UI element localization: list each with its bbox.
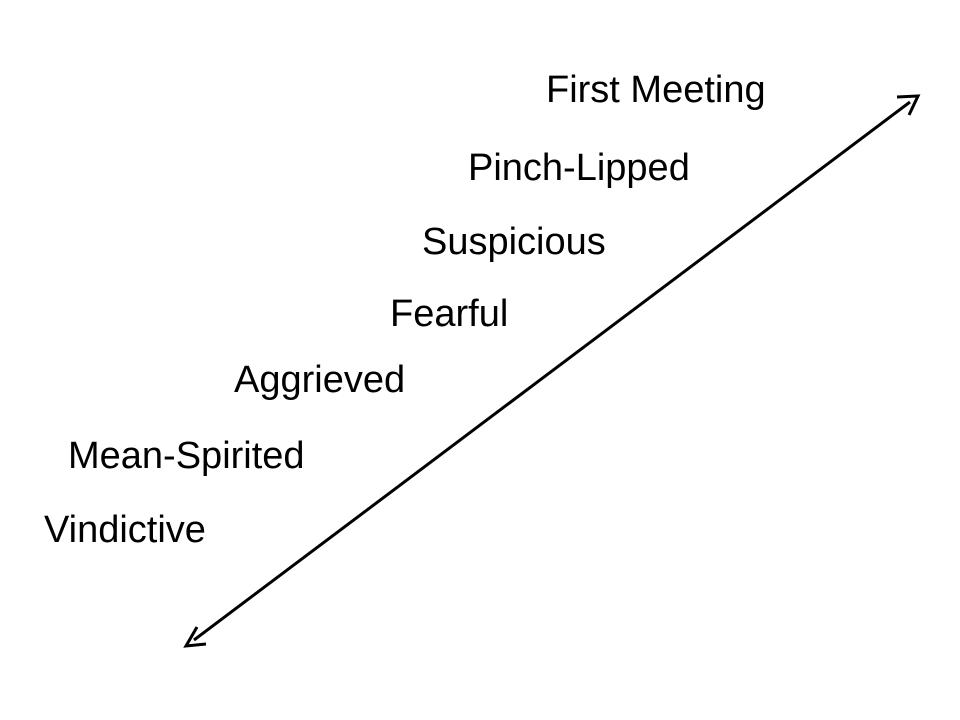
label-suspicious: Suspicious bbox=[422, 221, 606, 263]
label-mean-spirited: Mean-Spirited bbox=[68, 435, 305, 477]
arrow-head-top-right bbox=[896, 94, 921, 116]
label-pinch-lipped: Pinch-Lipped bbox=[468, 147, 690, 189]
arrow-head-bottom-left bbox=[183, 626, 207, 648]
label-vindictive: Vindictive bbox=[44, 509, 206, 551]
label-first-meeting: First Meeting bbox=[546, 69, 766, 111]
arrow-shaft bbox=[193, 100, 911, 642]
label-aggrieved: Aggrieved bbox=[234, 359, 406, 401]
label-fearful: Fearful bbox=[390, 293, 509, 335]
